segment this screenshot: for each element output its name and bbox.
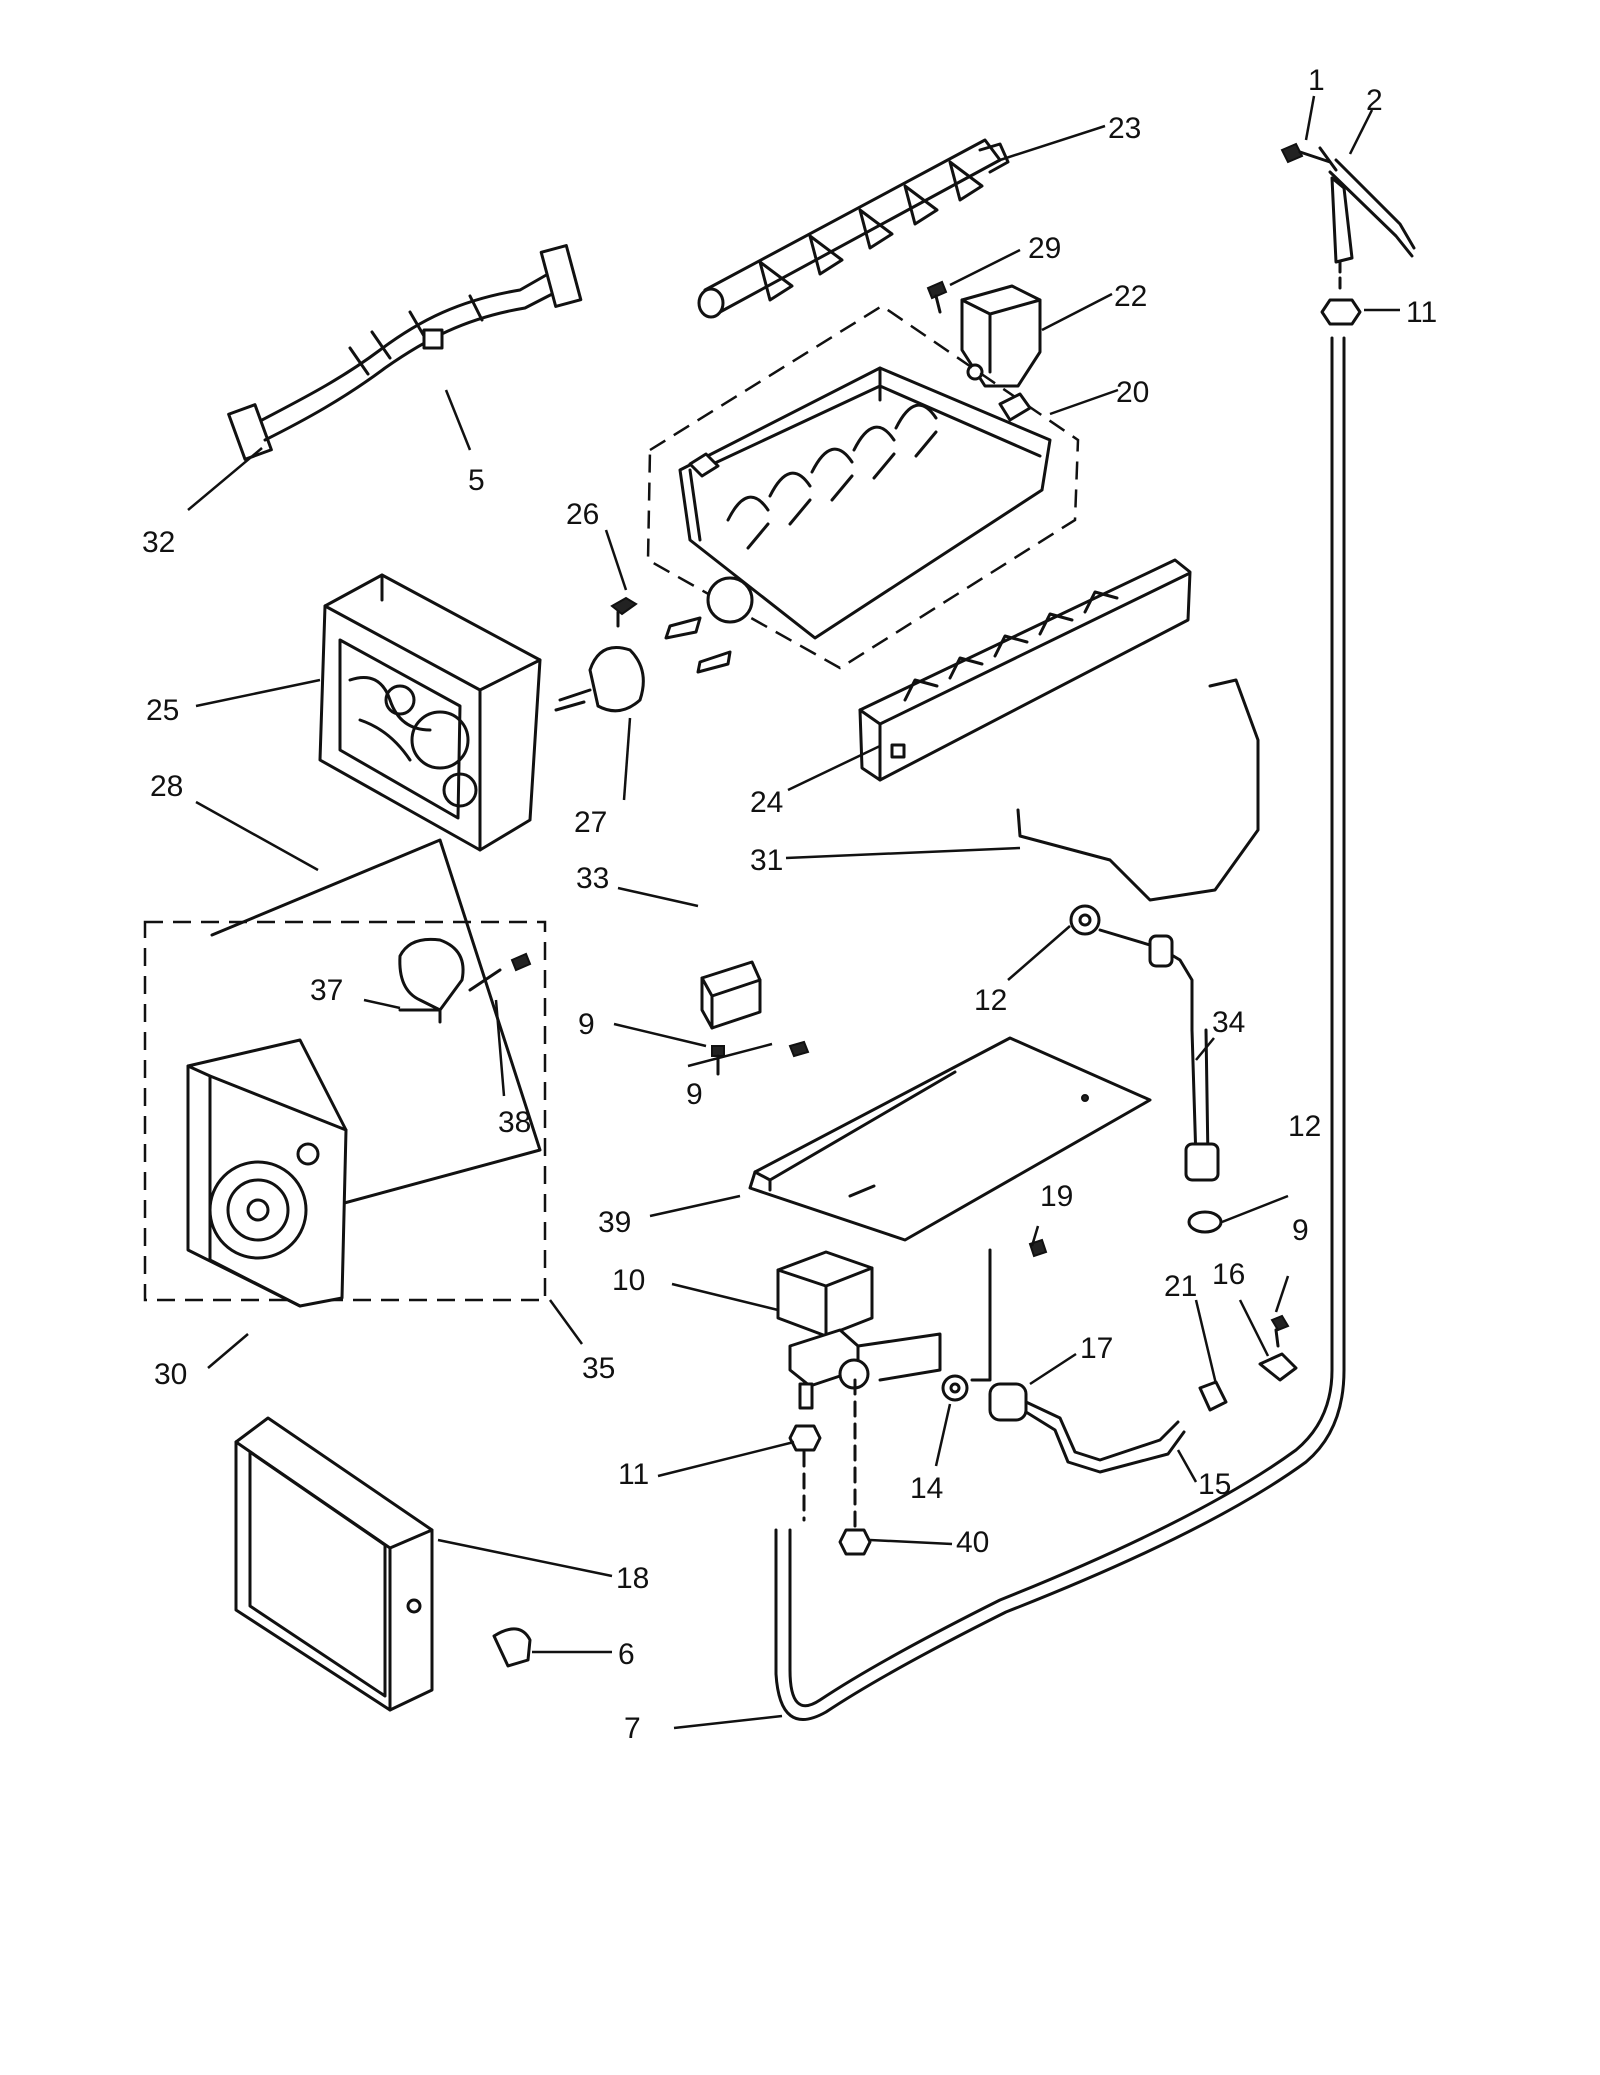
- callout-9-right: 9: [1292, 1214, 1309, 1247]
- water-tube-part: [774, 336, 1346, 1721]
- callout-9-mid: 9: [686, 1078, 703, 1111]
- fill-tube-and-heater-part: [1016, 678, 1260, 1234]
- callout-2: 2: [1366, 84, 1383, 117]
- callout-11-lower: 11: [618, 1458, 649, 1491]
- callout-21: 21: [1164, 1270, 1197, 1303]
- callout-15: 15: [1198, 1468, 1231, 1501]
- callout-32: 32: [142, 526, 175, 559]
- module-kit-part: [143, 838, 547, 1308]
- callout-33: 33: [576, 862, 609, 895]
- callout-39: 39: [598, 1206, 631, 1239]
- shutoff-valve-part: [1280, 142, 1416, 326]
- mold-shield-part: [858, 558, 1192, 782]
- callout-6: 6: [618, 1638, 635, 1671]
- callout-19: 19: [1040, 1180, 1073, 1213]
- callout-34: 34: [1212, 1006, 1245, 1039]
- callout-14: 14: [910, 1472, 943, 1505]
- nuts-part: [788, 1378, 872, 1556]
- callout-35: 35: [582, 1352, 615, 1385]
- callout-5: 5: [468, 464, 485, 497]
- callout-37: 37: [310, 974, 343, 1007]
- bracket-and-screws-part: [700, 960, 810, 1076]
- callout-labels: 1 2 23 29 22 11 20 5 32 26 25 27 24 28 3…: [142, 64, 1437, 1745]
- callout-17: 17: [1080, 1332, 1113, 1365]
- callout-22: 22: [1114, 280, 1147, 313]
- leader-lines: [187, 95, 1400, 1730]
- callout-30: 30: [154, 1358, 187, 1391]
- front-cover-part: [234, 1416, 532, 1712]
- ejector-part: [697, 138, 1010, 319]
- callout-40: 40: [956, 1526, 989, 1559]
- callout-18: 18: [616, 1562, 649, 1595]
- callout-9-left: 9: [578, 1008, 595, 1041]
- control-housing-part: [318, 573, 542, 852]
- callout-12-upper: 12: [974, 984, 1007, 1017]
- callout-16: 16: [1212, 1258, 1245, 1291]
- callout-10: 10: [612, 1264, 645, 1297]
- inlet-fittings-part: [941, 1314, 1298, 1474]
- callout-7: 7: [624, 1712, 641, 1745]
- callout-24: 24: [750, 786, 783, 819]
- mounting-plate-part: [748, 1036, 1152, 1242]
- callout-28: 28: [150, 770, 183, 803]
- wire-harness-part: [227, 244, 583, 461]
- callout-12-lower: 12: [1288, 1110, 1321, 1143]
- callout-11-top: 11: [1406, 296, 1437, 329]
- screw-and-fill-cup-part: [926, 280, 1042, 388]
- callout-26: 26: [566, 498, 599, 531]
- callout-38: 38: [498, 1106, 531, 1139]
- callout-29: 29: [1028, 232, 1061, 265]
- water-valve-part: [776, 1238, 1048, 1410]
- ice-mold-part: [646, 304, 1080, 674]
- callout-23: 23: [1108, 112, 1141, 145]
- callout-27: 27: [574, 806, 607, 839]
- callout-20: 20: [1116, 376, 1149, 409]
- callout-25: 25: [146, 694, 179, 727]
- thermostat-clip-and-plug-part: [554, 596, 645, 713]
- callout-31: 31: [750, 844, 783, 877]
- callout-1: 1: [1308, 64, 1325, 97]
